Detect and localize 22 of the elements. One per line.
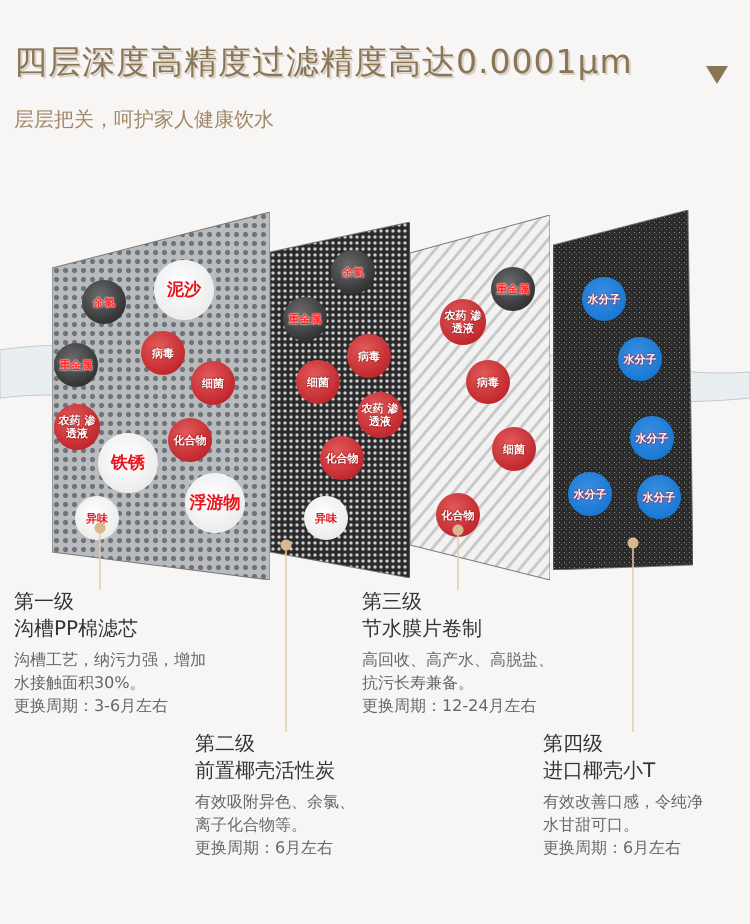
leader-line: [628, 538, 638, 732]
description: 高回收、高产水、高脱盐、抗污长寿兼备。: [362, 649, 555, 694]
replacement-period: 更换周期：6月左右: [543, 837, 682, 859]
step-label: 第四级: [543, 730, 604, 757]
product-name: 前置椰壳活性炭: [195, 757, 336, 784]
description: 有效改善口感，令纯净水甘甜可口。: [543, 791, 704, 836]
description: 有效吸附异色、余氯、离子化合物等。: [195, 791, 356, 836]
product-name: 进口椰壳小T: [543, 757, 656, 784]
product-name: 沟槽PP棉滤芯: [14, 615, 140, 642]
leader-line: [94, 522, 106, 590]
step-label: 第二级: [195, 730, 256, 757]
product-name: 节水膜片卷制: [362, 615, 483, 642]
title: 四层深度高精度过滤精度高达0.0001μm: [14, 41, 633, 83]
step-label: 第三级: [362, 588, 423, 615]
replacement-period: 更换周期：6月左右: [195, 837, 334, 859]
replacement-period: 更换周期：12-24月左右: [362, 695, 538, 717]
step-label: 第一级: [14, 588, 75, 615]
replacement-period: 更换周期：3-6月左右: [14, 695, 170, 717]
leader-line: [280, 540, 292, 732]
leader-line: [452, 524, 464, 590]
subtitle: 层层把关，呵护家人健康饮水: [14, 106, 274, 133]
description: 沟槽工艺，纳污力强，增加水接触面积30%。: [14, 649, 207, 694]
